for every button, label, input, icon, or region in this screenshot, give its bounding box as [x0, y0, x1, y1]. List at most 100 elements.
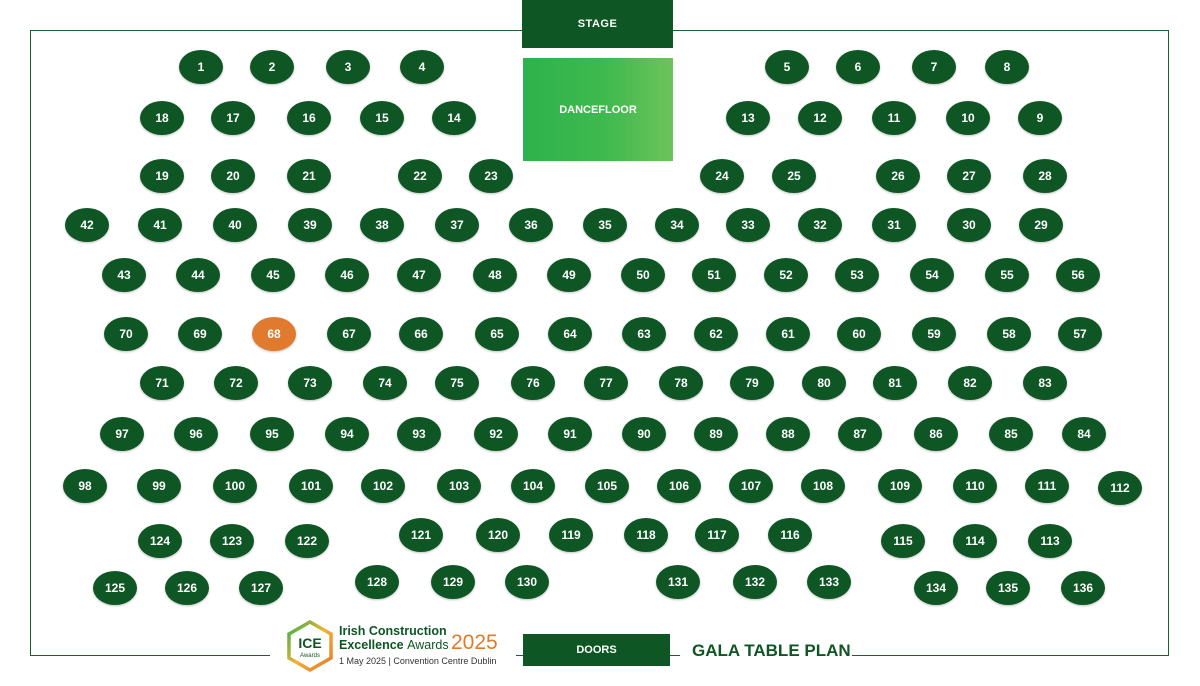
table-60[interactable]: 60 — [837, 317, 881, 351]
table-72[interactable]: 72 — [214, 366, 258, 400]
table-77[interactable]: 77 — [584, 366, 628, 400]
table-53[interactable]: 53 — [835, 258, 879, 292]
table-135[interactable]: 135 — [986, 571, 1030, 605]
table-2[interactable]: 2 — [250, 50, 294, 84]
table-130[interactable]: 130 — [505, 565, 549, 599]
table-136[interactable]: 136 — [1061, 571, 1105, 605]
table-62[interactable]: 62 — [694, 317, 738, 351]
table-117[interactable]: 117 — [695, 518, 739, 552]
table-107[interactable]: 107 — [729, 469, 773, 503]
table-95[interactable]: 95 — [250, 417, 294, 451]
table-121[interactable]: 121 — [399, 518, 443, 552]
table-100[interactable]: 100 — [213, 469, 257, 503]
table-31[interactable]: 31 — [872, 208, 916, 242]
table-19[interactable]: 19 — [140, 159, 184, 193]
table-102[interactable]: 102 — [361, 469, 405, 503]
table-90[interactable]: 90 — [622, 417, 666, 451]
table-65[interactable]: 65 — [475, 317, 519, 351]
table-86[interactable]: 86 — [914, 417, 958, 451]
table-50[interactable]: 50 — [621, 258, 665, 292]
table-97[interactable]: 97 — [100, 417, 144, 451]
table-29[interactable]: 29 — [1019, 208, 1063, 242]
table-46[interactable]: 46 — [325, 258, 369, 292]
table-13[interactable]: 13 — [726, 101, 770, 135]
table-101[interactable]: 101 — [289, 469, 333, 503]
table-108[interactable]: 108 — [801, 469, 845, 503]
table-16[interactable]: 16 — [287, 101, 331, 135]
table-111[interactable]: 111 — [1025, 469, 1069, 503]
table-84[interactable]: 84 — [1062, 417, 1106, 451]
table-81[interactable]: 81 — [873, 366, 917, 400]
table-110[interactable]: 110 — [953, 469, 997, 503]
table-18[interactable]: 18 — [140, 101, 184, 135]
table-120[interactable]: 120 — [476, 518, 520, 552]
table-49[interactable]: 49 — [547, 258, 591, 292]
table-36[interactable]: 36 — [509, 208, 553, 242]
table-79[interactable]: 79 — [730, 366, 774, 400]
table-3[interactable]: 3 — [326, 50, 370, 84]
table-119[interactable]: 119 — [549, 518, 593, 552]
table-78[interactable]: 78 — [659, 366, 703, 400]
table-91[interactable]: 91 — [548, 417, 592, 451]
table-57[interactable]: 57 — [1058, 317, 1102, 351]
table-99[interactable]: 99 — [137, 469, 181, 503]
table-22[interactable]: 22 — [398, 159, 442, 193]
table-82[interactable]: 82 — [948, 366, 992, 400]
table-93[interactable]: 93 — [397, 417, 441, 451]
table-89[interactable]: 89 — [694, 417, 738, 451]
table-47[interactable]: 47 — [397, 258, 441, 292]
table-17[interactable]: 17 — [211, 101, 255, 135]
table-33[interactable]: 33 — [726, 208, 770, 242]
table-96[interactable]: 96 — [174, 417, 218, 451]
table-118[interactable]: 118 — [624, 518, 668, 552]
table-105[interactable]: 105 — [585, 469, 629, 503]
table-109[interactable]: 109 — [878, 469, 922, 503]
table-14[interactable]: 14 — [432, 101, 476, 135]
table-24[interactable]: 24 — [700, 159, 744, 193]
table-9[interactable]: 9 — [1018, 101, 1062, 135]
table-34[interactable]: 34 — [655, 208, 699, 242]
table-43[interactable]: 43 — [102, 258, 146, 292]
table-127[interactable]: 127 — [239, 571, 283, 605]
table-1[interactable]: 1 — [179, 50, 223, 84]
table-23[interactable]: 23 — [469, 159, 513, 193]
table-92[interactable]: 92 — [474, 417, 518, 451]
table-85[interactable]: 85 — [989, 417, 1033, 451]
table-116[interactable]: 116 — [768, 518, 812, 552]
table-25[interactable]: 25 — [772, 159, 816, 193]
table-98[interactable]: 98 — [63, 469, 107, 503]
table-38[interactable]: 38 — [360, 208, 404, 242]
table-69[interactable]: 69 — [178, 317, 222, 351]
table-113[interactable]: 113 — [1028, 524, 1072, 558]
table-126[interactable]: 126 — [165, 571, 209, 605]
table-83[interactable]: 83 — [1023, 366, 1067, 400]
table-32[interactable]: 32 — [798, 208, 842, 242]
table-132[interactable]: 132 — [733, 565, 777, 599]
table-71[interactable]: 71 — [140, 366, 184, 400]
table-48[interactable]: 48 — [473, 258, 517, 292]
table-114[interactable]: 114 — [953, 524, 997, 558]
table-39[interactable]: 39 — [288, 208, 332, 242]
table-106[interactable]: 106 — [657, 469, 701, 503]
table-115[interactable]: 115 — [881, 524, 925, 558]
table-7[interactable]: 7 — [912, 50, 956, 84]
table-58[interactable]: 58 — [987, 317, 1031, 351]
table-8[interactable]: 8 — [985, 50, 1029, 84]
table-122[interactable]: 122 — [285, 524, 329, 558]
table-104[interactable]: 104 — [511, 469, 555, 503]
table-131[interactable]: 131 — [656, 565, 700, 599]
table-123[interactable]: 123 — [210, 524, 254, 558]
table-40[interactable]: 40 — [213, 208, 257, 242]
table-73[interactable]: 73 — [288, 366, 332, 400]
table-74[interactable]: 74 — [363, 366, 407, 400]
table-94[interactable]: 94 — [325, 417, 369, 451]
table-4[interactable]: 4 — [400, 50, 444, 84]
table-134[interactable]: 134 — [914, 571, 958, 605]
table-75[interactable]: 75 — [435, 366, 479, 400]
table-124[interactable]: 124 — [138, 524, 182, 558]
table-61[interactable]: 61 — [766, 317, 810, 351]
table-68[interactable]: 68 — [252, 317, 296, 351]
table-128[interactable]: 128 — [355, 565, 399, 599]
table-125[interactable]: 125 — [93, 571, 137, 605]
table-6[interactable]: 6 — [836, 50, 880, 84]
